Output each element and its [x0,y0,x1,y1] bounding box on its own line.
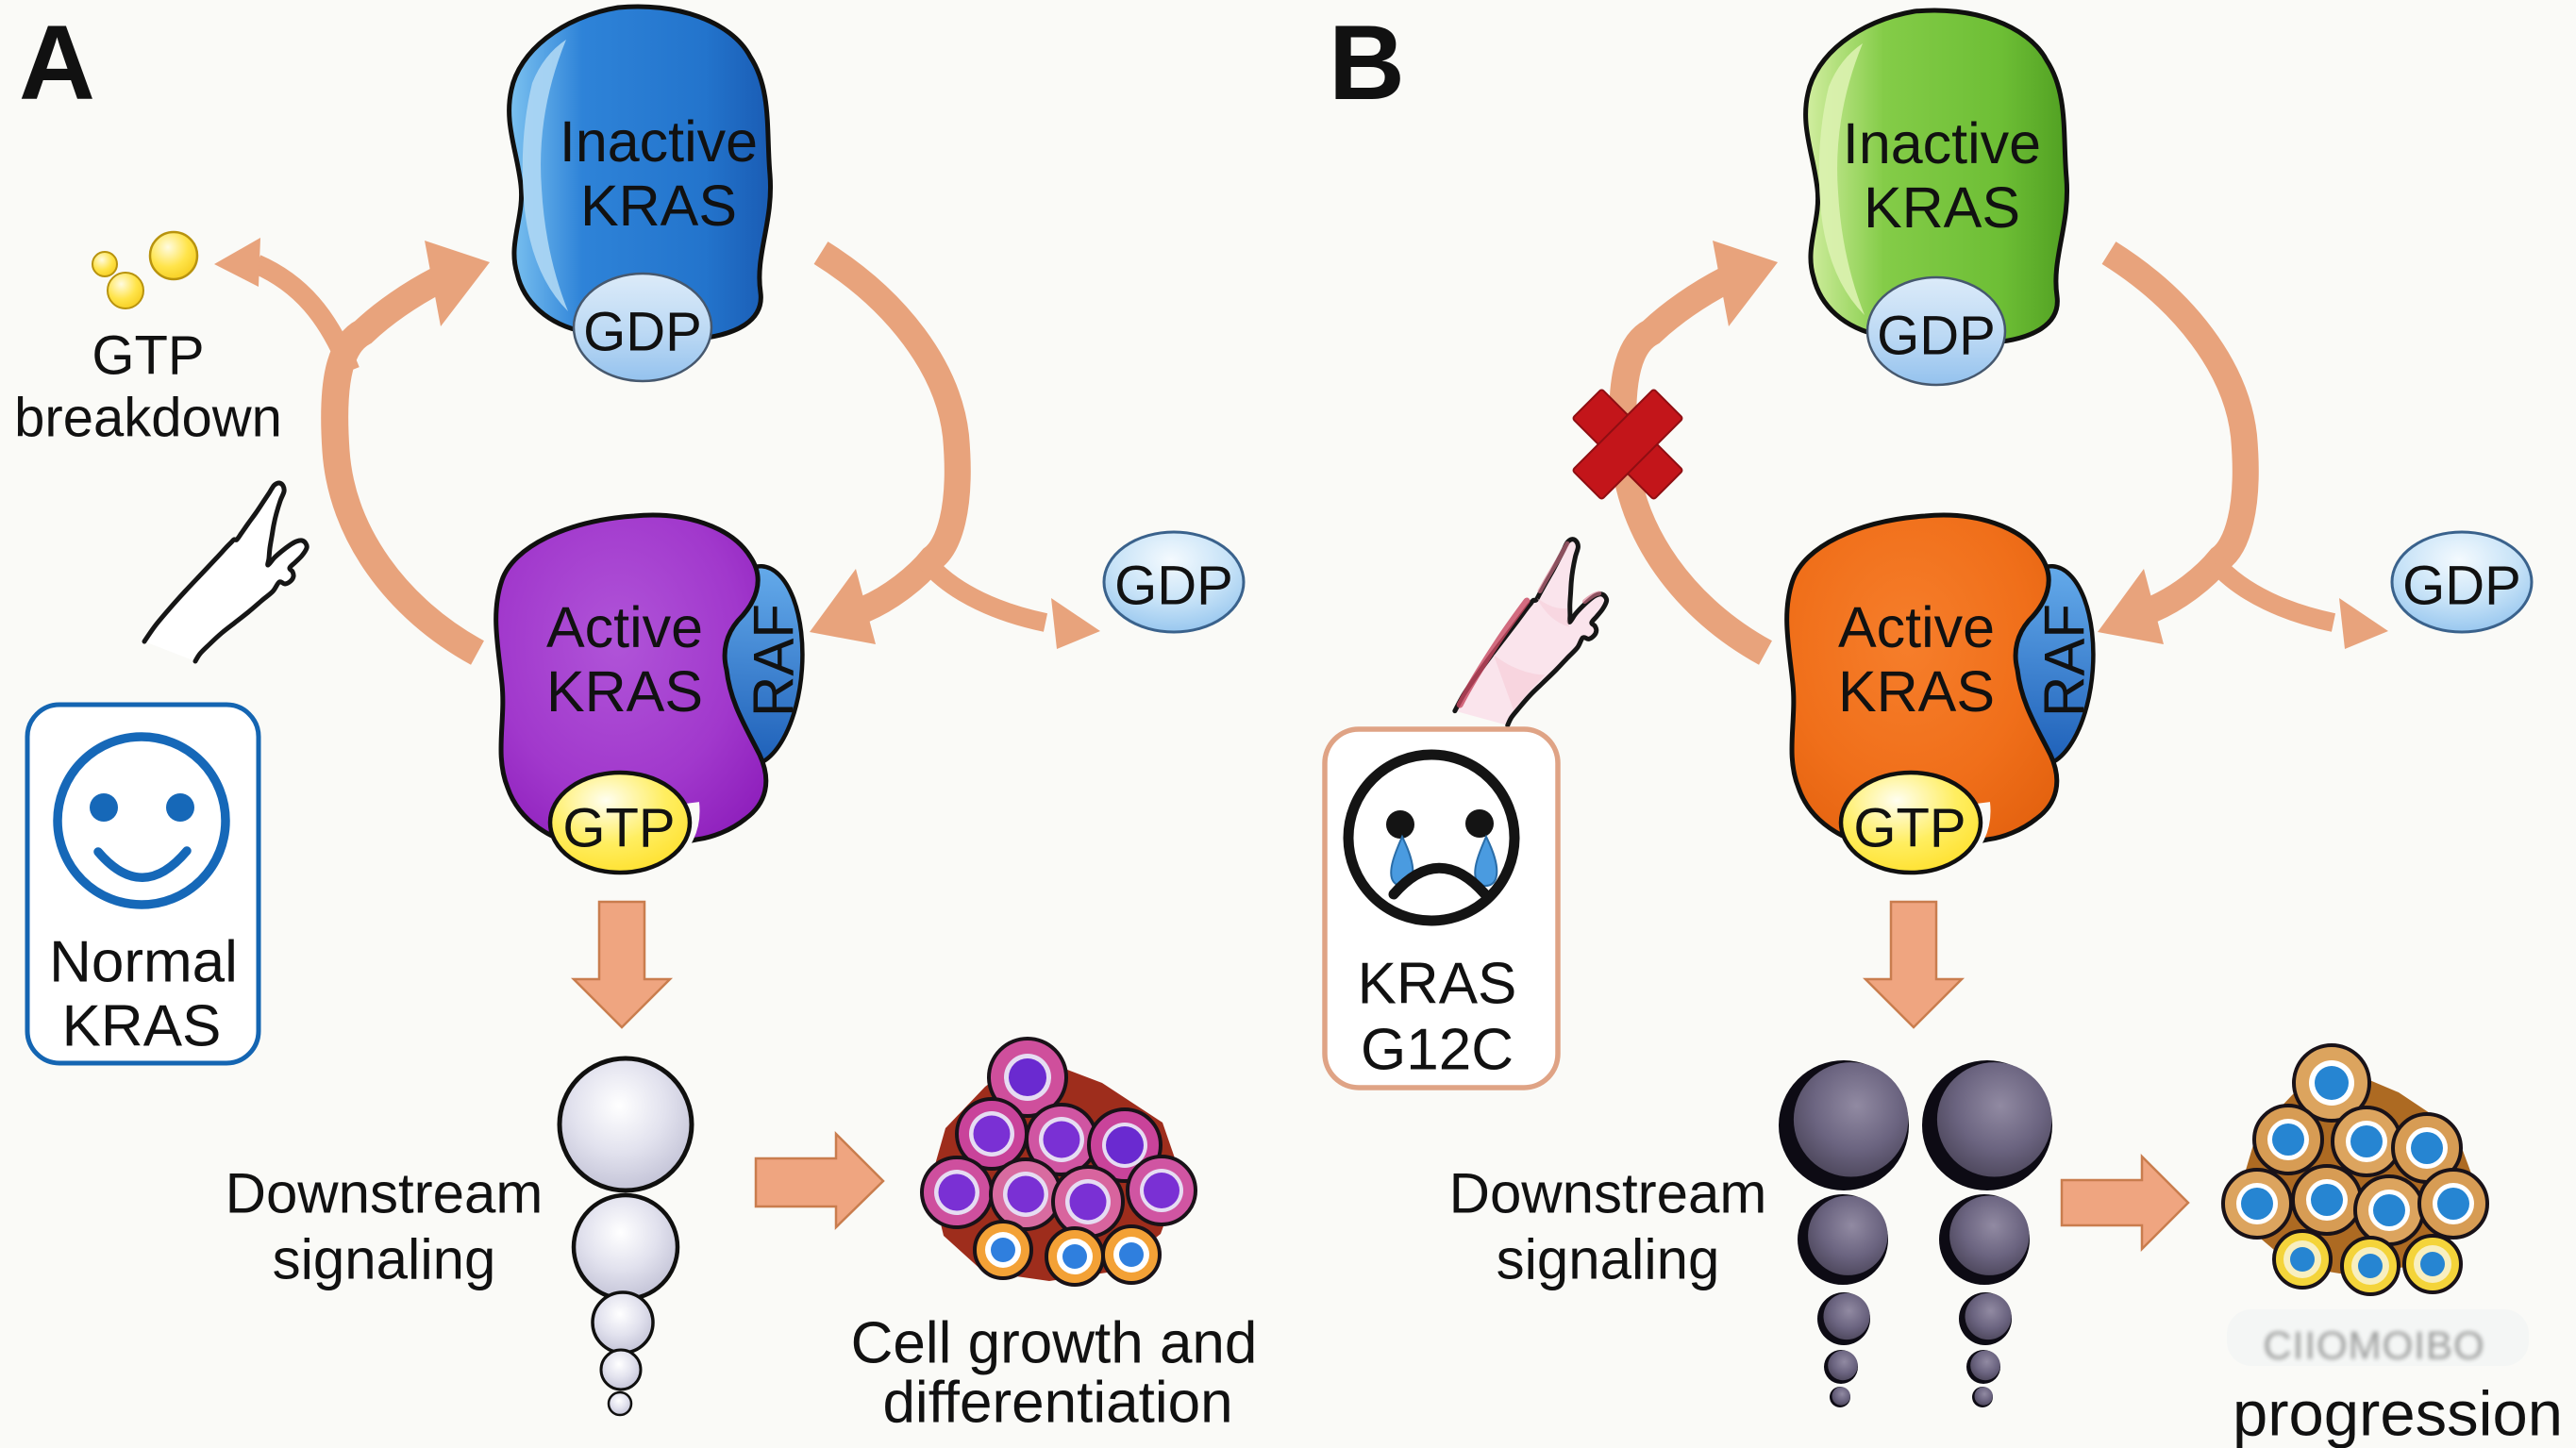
svg-text:GTP: GTP [92,325,204,387]
svg-text:GDP: GDP [2402,556,2521,617]
svg-text:KRAS: KRAS [546,659,703,724]
svg-text:GDP: GDP [1114,556,1233,617]
svg-text:Normal: Normal [49,930,238,995]
svg-text:signaling: signaling [273,1228,496,1291]
svg-text:GDP: GDP [583,302,702,363]
svg-text:A: A [19,4,95,122]
svg-text:progression: progression [2233,1379,2563,1448]
svg-text:Active: Active [1838,595,1995,659]
svg-text:Inactive: Inactive [560,109,758,174]
svg-text:differentiation: differentiation [882,1371,1232,1436]
svg-text:G12C: G12C [1361,1018,1514,1083]
svg-text:Downstream: Downstream [226,1162,544,1225]
svg-text:KRAS: KRAS [1358,952,1517,1017]
svg-text:B: B [1329,4,1405,122]
svg-text:Inactive: Inactive [1843,111,2041,175]
svg-text:Active: Active [546,595,703,659]
svg-text:RAF: RAF [2033,604,2097,717]
svg-text:RAF: RAF [743,604,806,717]
svg-text:GTP: GTP [1853,798,1965,859]
svg-text:Downstream: Downstream [1449,1162,1767,1225]
svg-text:KRAS: KRAS [62,994,222,1059]
svg-text:Cell growth and: Cell growth and [851,1311,1258,1376]
svg-text:signaling: signaling [1497,1228,1720,1291]
svg-text:breakdown: breakdown [14,388,282,449]
svg-text:KRAS: KRAS [1864,175,2020,240]
svg-text:KRAS: KRAS [580,174,737,238]
svg-text:GDP: GDP [1877,306,1996,367]
svg-text:KRAS: KRAS [1838,659,1995,724]
svg-text:CIIOMOIBO: CIIOMOIBO [2263,1323,2484,1368]
svg-text:GTP: GTP [562,798,675,859]
